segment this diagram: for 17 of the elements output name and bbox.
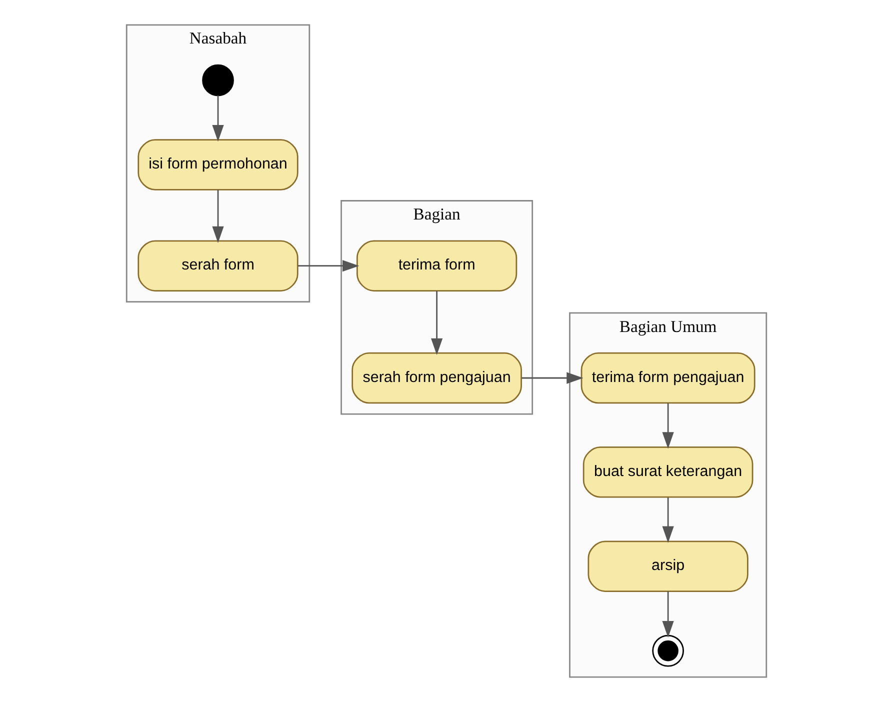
arrow	[662, 591, 674, 638]
arrow	[430, 290, 443, 356]
node-box: terima form	[356, 240, 518, 292]
node-box: serah form	[138, 240, 298, 292]
arrow	[662, 498, 674, 543]
arrow	[212, 190, 224, 243]
arrow	[662, 403, 674, 449]
arrow	[522, 372, 584, 384]
node-circle	[652, 634, 684, 667]
node-box: serah form pengajuan	[352, 352, 522, 404]
node-box: terima form pengajuan	[580, 352, 756, 404]
node-box: arsip	[588, 540, 748, 592]
node-circle	[202, 64, 234, 96]
arrow	[298, 260, 360, 272]
node-box: buat surat keterangan	[582, 446, 754, 498]
arrow	[212, 96, 224, 142]
node-box: isi form permohonan	[138, 139, 298, 190]
